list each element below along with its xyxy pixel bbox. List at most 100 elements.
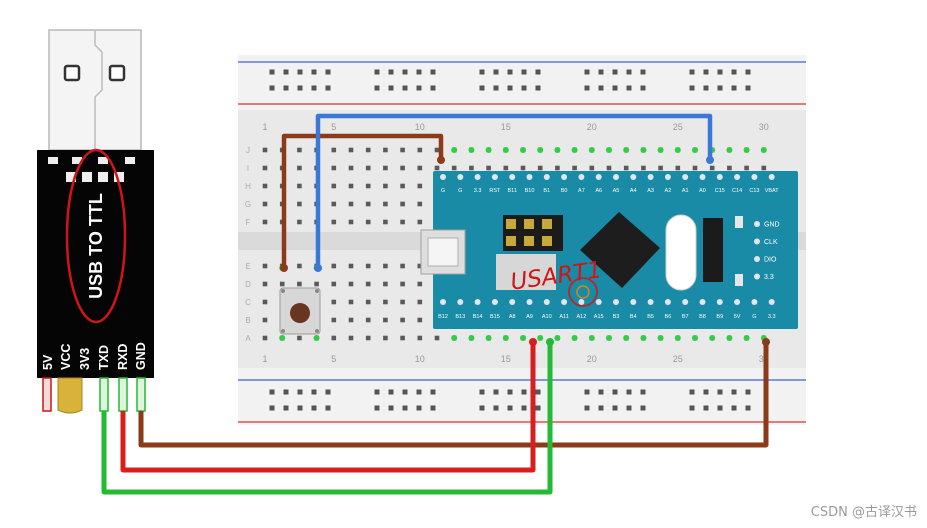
rail-hole: [612, 405, 618, 411]
wires: [101, 113, 770, 495]
grid-hole: [383, 147, 388, 153]
rail-hole: [598, 405, 604, 411]
rail-hole: [689, 405, 695, 411]
grid-hole: [400, 219, 405, 225]
rail-hole: [493, 389, 499, 395]
row-letter: H: [245, 182, 251, 191]
connected-hole: [640, 147, 647, 153]
connected-hole: [760, 147, 767, 153]
pin-label: A2: [665, 188, 672, 194]
row-letter: C: [245, 298, 251, 307]
connected-hole: [657, 147, 664, 153]
pin-label: B8: [699, 314, 706, 320]
grid-hole: [297, 201, 302, 207]
adapter-pin-label: 3V3: [78, 348, 92, 370]
column-number: 15: [501, 354, 511, 364]
grid-hole: [675, 165, 681, 171]
grid-hole: [520, 165, 526, 171]
rail-hole: [640, 389, 646, 395]
rail-hole: [479, 389, 485, 395]
grid-hole: [365, 335, 371, 341]
rail-hole: [745, 85, 751, 91]
rail-hole: [598, 389, 604, 395]
pin-pad: [440, 299, 446, 305]
grid-hole: [417, 147, 423, 153]
swd-pad: [754, 273, 760, 280]
grid-hole: [331, 281, 337, 287]
grid-hole: [348, 165, 354, 171]
top-power-rail: [238, 55, 806, 110]
pin-label: A15: [594, 314, 604, 320]
grid-hole: [365, 201, 371, 207]
connected-hole: [726, 147, 733, 153]
rail-hole: [626, 69, 632, 75]
pin-label: G: [752, 314, 756, 320]
grid-hole: [297, 183, 302, 189]
swd-pad: [754, 256, 760, 262]
connected-hole: [502, 335, 509, 341]
pin-pad: [440, 174, 446, 180]
grid-hole: [262, 335, 268, 341]
connected-hole: [674, 147, 681, 153]
grid-hole: [658, 165, 663, 171]
rail-hole: [416, 405, 422, 411]
grid-hole: [348, 183, 354, 189]
rail-hole: [297, 405, 303, 411]
grid-hole: [537, 165, 543, 171]
grid-hole: [348, 335, 354, 341]
column-number: 25: [673, 122, 683, 132]
pin-pad: [734, 299, 741, 305]
pin-label: A5: [613, 188, 620, 194]
grid-hole: [348, 281, 354, 287]
connected-hole: [468, 147, 475, 153]
grid-hole: [400, 317, 405, 323]
grid-hole: [486, 165, 491, 171]
pin-label: B5: [647, 314, 654, 320]
rail-hole: [689, 389, 695, 395]
lead-txd: [99, 377, 109, 412]
grid-hole: [365, 219, 371, 225]
pin-pad: [664, 299, 671, 305]
rail-hole: [493, 405, 499, 411]
connected-hole: [657, 335, 664, 341]
grid-hole: [383, 317, 388, 323]
grid-hole: [297, 263, 302, 269]
rail-hole: [297, 389, 303, 395]
connected-hole: [726, 335, 733, 341]
bottom-power-rail: [238, 368, 806, 425]
grid-hole: [417, 299, 423, 305]
rail-hole: [689, 69, 695, 75]
grid-hole: [434, 165, 440, 171]
connected-hole: [485, 147, 492, 153]
push-button: [279, 287, 321, 335]
connected-hole: [623, 335, 630, 341]
pin-pad: [613, 299, 619, 305]
top-pin-pads: [440, 174, 775, 180]
pin-label: C14: [732, 188, 742, 194]
pin-pad: [491, 299, 498, 305]
rail-hole: [416, 85, 422, 91]
adapter-pin-label: VCC: [59, 344, 73, 370]
pin-pad: [474, 174, 481, 180]
rail-hole: [269, 69, 275, 75]
lead-gnd: [136, 377, 146, 412]
rail-hole: [507, 69, 513, 75]
bottom-pin-pads: [440, 299, 775, 305]
grid-hole: [709, 165, 715, 171]
mcu-chip: [580, 212, 660, 288]
row-letter: A: [245, 334, 251, 343]
connected-hole: [743, 147, 750, 153]
grid-hole: [262, 183, 268, 189]
grid-hole: [383, 281, 388, 287]
rail-hole: [402, 85, 408, 91]
rail-hole: [374, 405, 380, 411]
pin-label: B11: [508, 188, 517, 194]
row-letter: I: [247, 164, 249, 173]
grid-hole: [451, 165, 457, 171]
rail-hole: [598, 85, 604, 91]
